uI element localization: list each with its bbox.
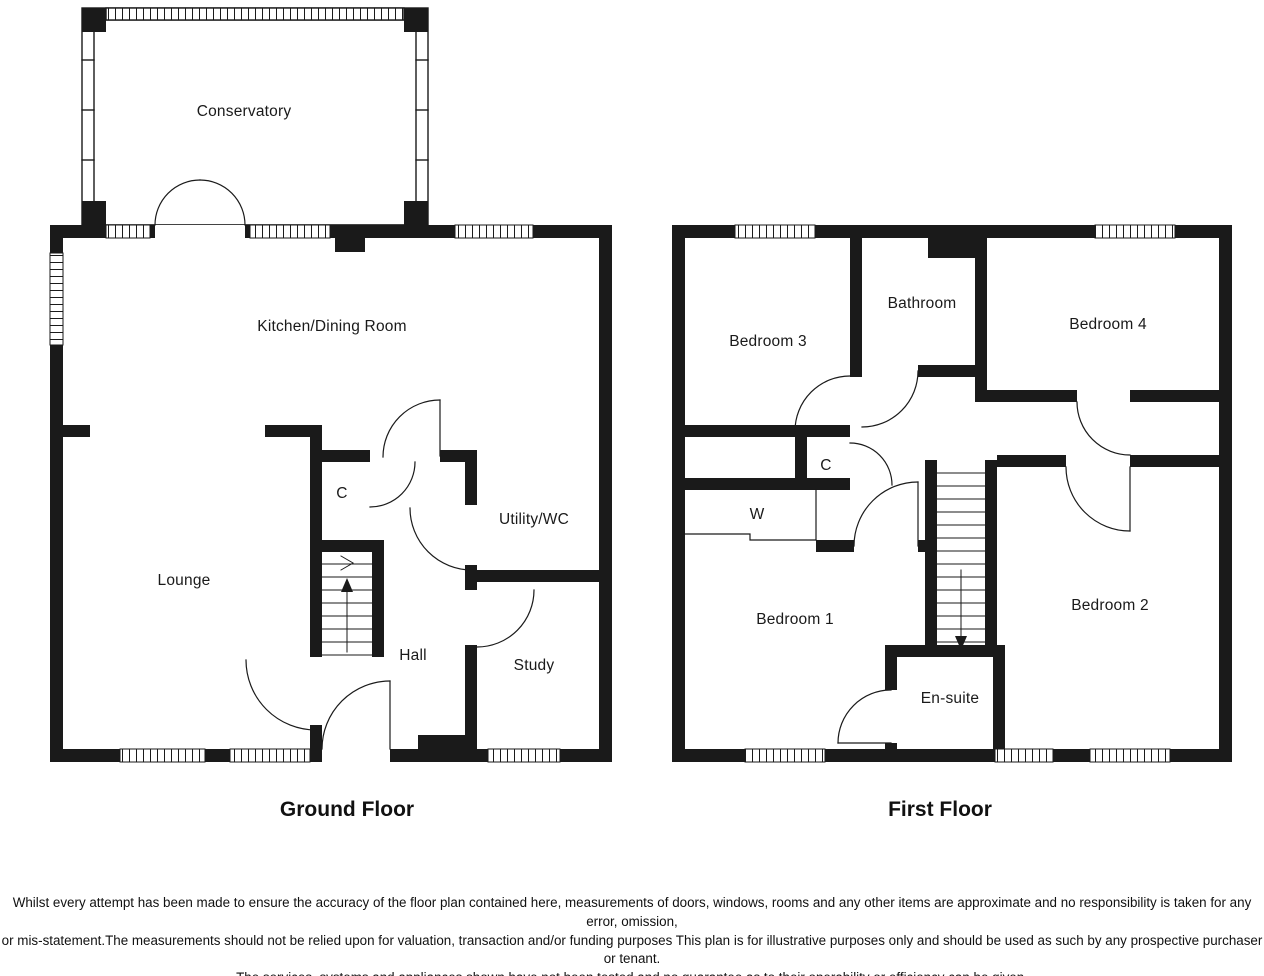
ground-floor-doors <box>154 179 535 750</box>
conservatory-posts <box>82 8 428 225</box>
footer: Whilst every attempt has been made to en… <box>0 894 1264 976</box>
disclaimer-line-1: Whilst every attempt has been made to en… <box>12 895 1252 929</box>
ground-floor-plan <box>49 7 612 763</box>
ground-floor-windows <box>49 224 561 763</box>
first-floor-title: First Floor <box>888 798 992 821</box>
first-floor-plan <box>672 224 1232 763</box>
room-label-bedroom4: Bedroom 4 <box>1069 316 1147 333</box>
disclaimer-line-2: or mis-statement.The measurements should… <box>1 932 1263 967</box>
room-label-lounge: Lounge <box>157 572 211 589</box>
room-label-bedroom3: Bedroom 3 <box>729 333 807 350</box>
ground-floor-title: Ground Floor <box>279 798 415 821</box>
ground-floor-openings <box>155 225 390 762</box>
disclaimer-line-3: The services, systems and appliances sho… <box>0 969 1264 976</box>
room-label-bedroom2: Bedroom 2 <box>1071 597 1149 614</box>
room-label-utility-wc: Utility/WC <box>498 511 570 528</box>
ground-floor-stairs <box>321 555 373 656</box>
room-label-conservatory: Conservatory <box>196 103 292 120</box>
ground-floor-walls <box>50 225 612 762</box>
first-floor-stairs <box>936 472 986 650</box>
room-label-ff-cupboard: C <box>820 457 832 474</box>
room-label-kitchen-dining: Kitchen/Dining Room <box>257 318 407 335</box>
room-label-study: Study <box>513 657 555 674</box>
room-label-gf-cupboard: C <box>336 485 348 502</box>
room-label-ensuite: En-suite <box>920 690 980 707</box>
wardrobe-front <box>683 489 817 541</box>
room-label-hall: Hall <box>399 647 427 664</box>
first-floor-doors <box>794 370 1131 744</box>
room-label-wardrobe: W <box>749 506 765 523</box>
first-floor-windows <box>734 224 1176 763</box>
room-label-bedroom1: Bedroom 1 <box>756 611 834 628</box>
room-label-bathroom: Bathroom <box>887 295 957 312</box>
